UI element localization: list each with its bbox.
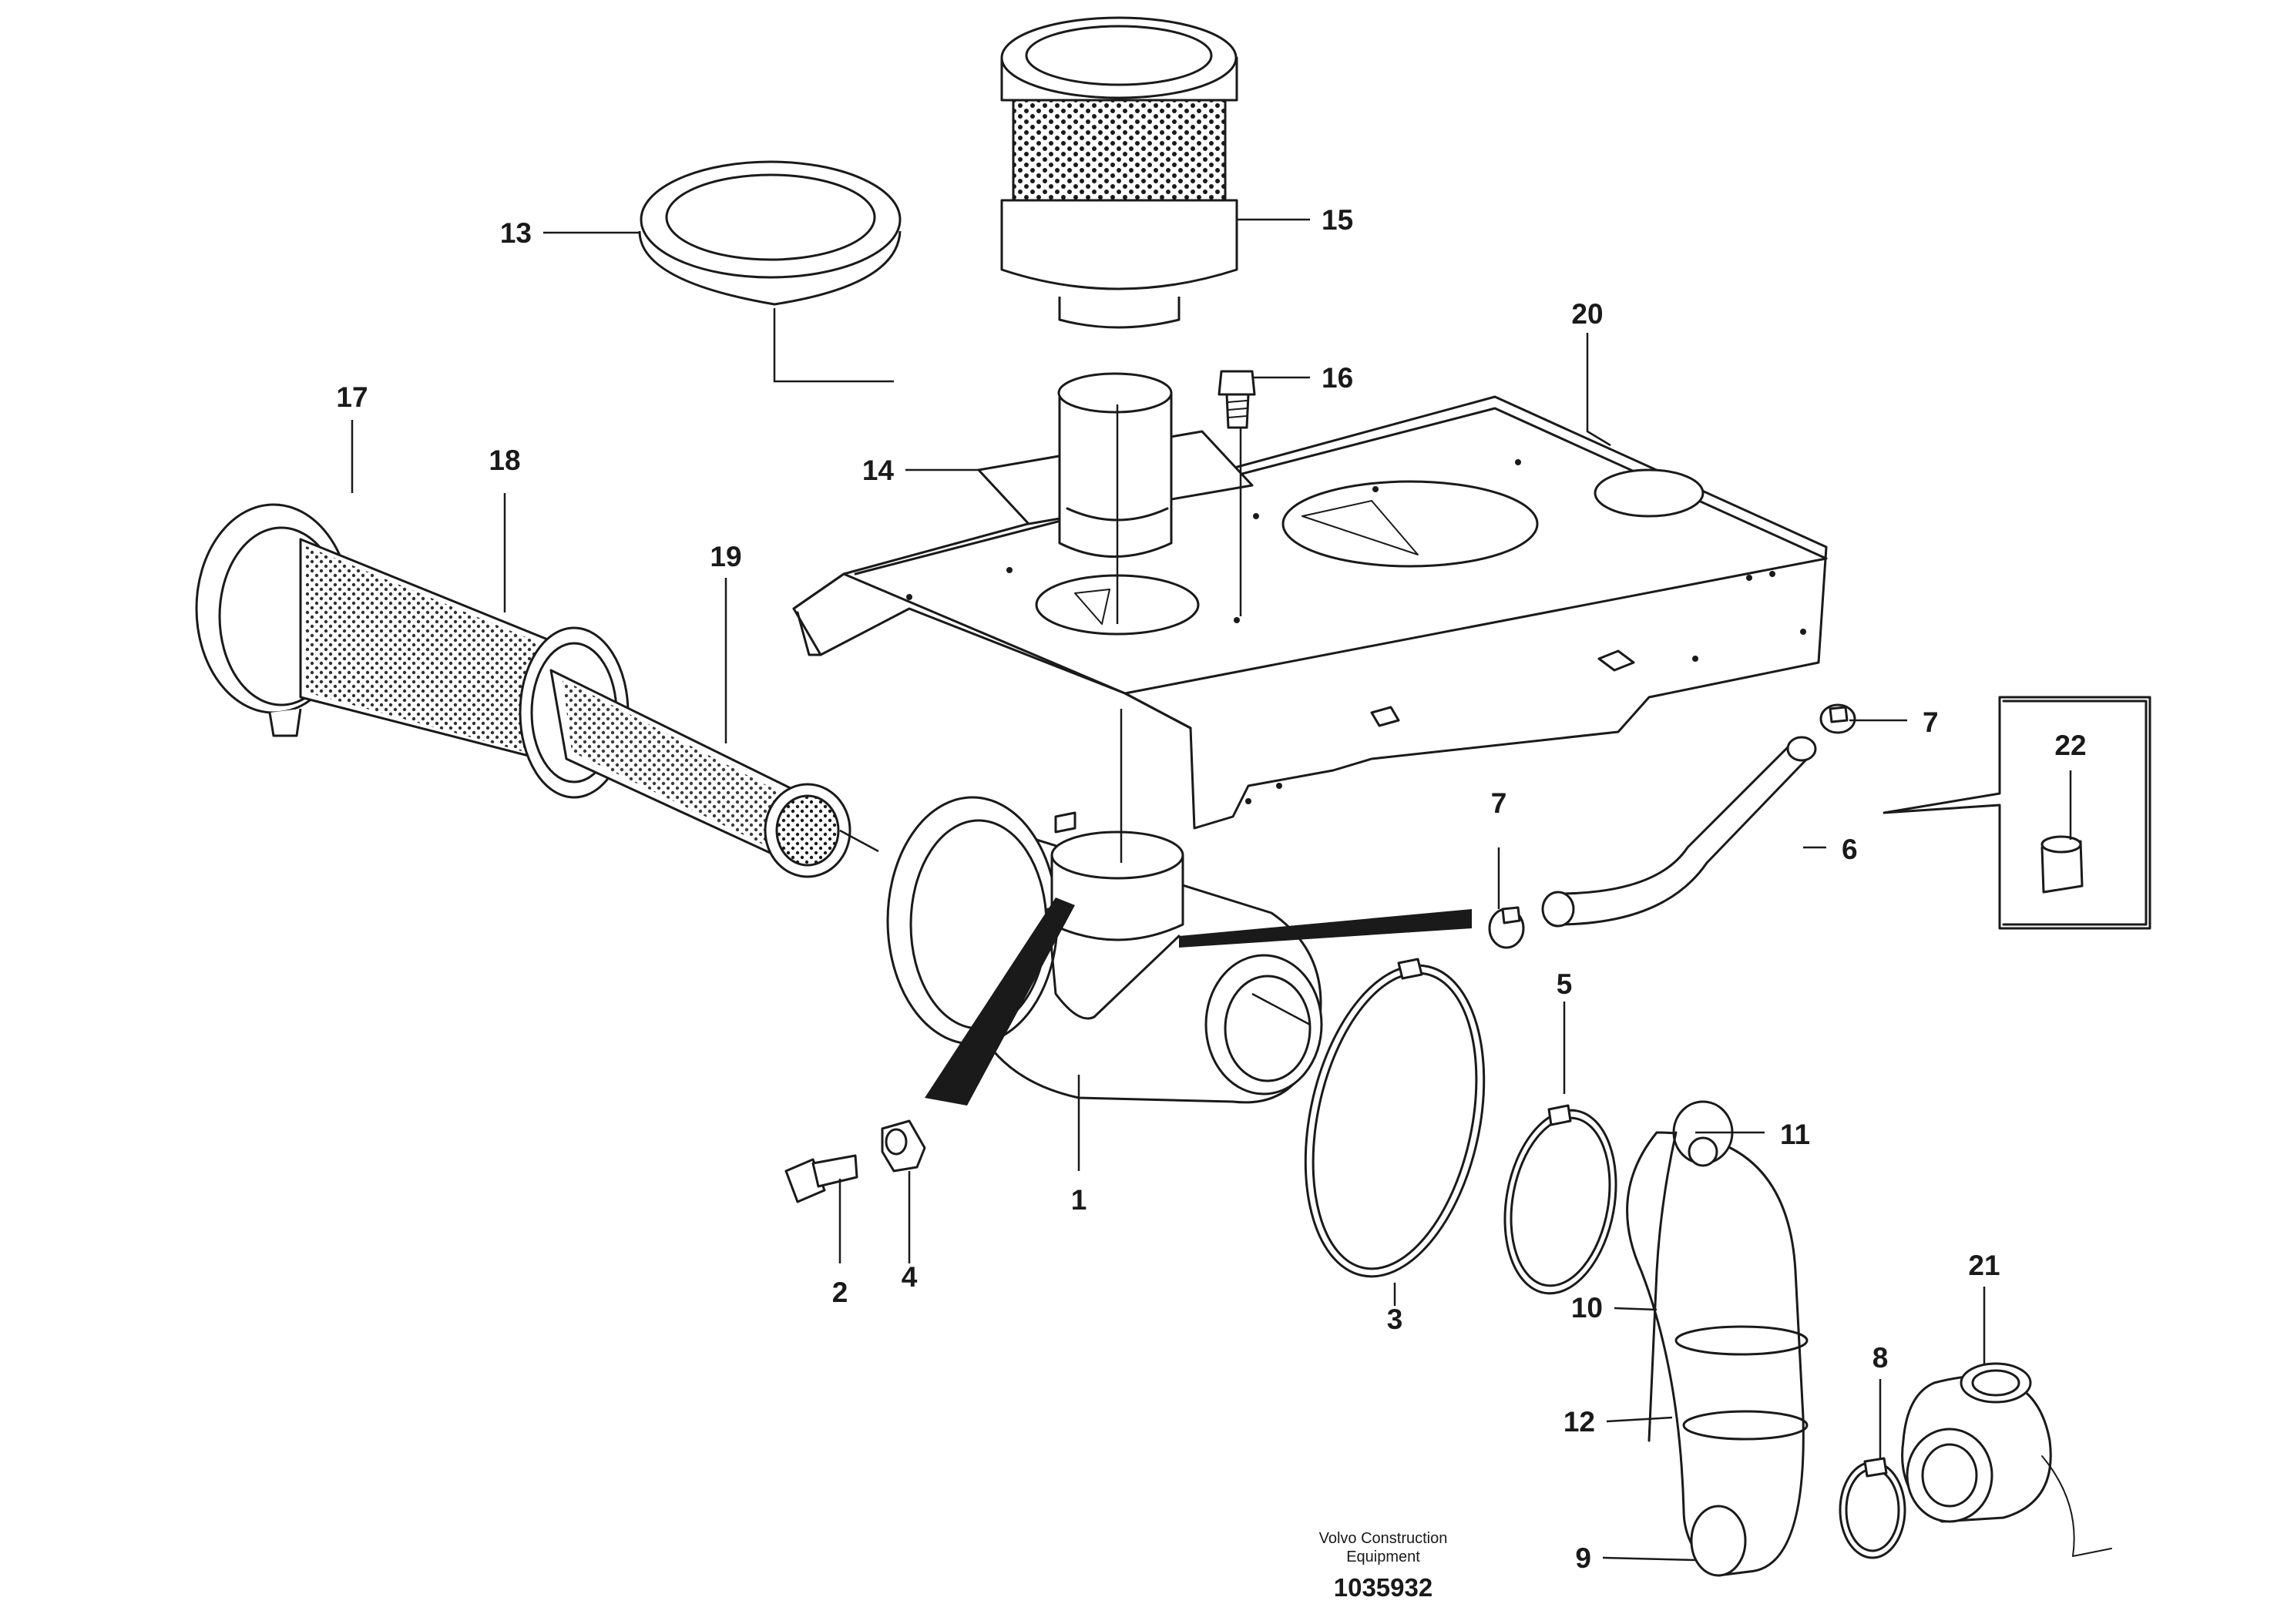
footer-drawing-number: 1035932 [1334,1573,1432,1602]
callout-20: 20 [1571,298,1603,330]
inset-22 [1883,696,2151,930]
footer-company-line2: Equipment [1346,1549,1420,1565]
callout-3: 3 [1387,1304,1403,1335]
cap-13-fit-line [773,308,894,383]
callout-1: 1 [1071,1184,1087,1216]
callout-11: 11 [1780,1119,1810,1150]
callout-4: 4 [902,1261,918,1293]
callout-16: 16 [1322,362,1353,394]
fit-indicator-band [925,898,1075,1106]
leader-lines [351,218,2072,1562]
precleaner-15 [1000,16,1238,329]
callout-22: 22 [2054,730,2086,761]
hose-clip-7a [1488,906,1525,949]
callout-7-left: 7 [1491,787,1507,819]
callout-13: 13 [500,217,532,249]
callout-2: 2 [832,1277,848,1308]
callout-17: 17 [336,381,368,413]
nut-4 [881,1119,926,1173]
footer-company-line1: Volvo Construction [1319,1530,1448,1547]
callout-18: 18 [489,445,520,476]
callout-21: 21 [1968,1250,2000,1281]
callout-10: 10 [1571,1292,1603,1324]
callout-6: 6 [1842,834,1858,865]
fit-indicator-band-2 [1179,909,1472,948]
callout-7-right: 7 [1923,706,1939,738]
callout-12: 12 [1563,1406,1595,1438]
vent-line-10 [1647,1131,1678,1442]
mounting-plate-20 [792,395,1828,830]
hose-6 [1541,736,1817,928]
clamp-5 [1503,1104,1617,1295]
callout-19: 19 [710,541,741,572]
inner-filter-19 [549,669,851,878]
callout-9: 9 [1575,1542,1591,1574]
cap-13 [638,160,902,306]
callout-15: 15 [1322,204,1353,236]
turbo-21 [1901,1362,2112,1557]
bolt-16 [1218,370,1256,429]
clamp-8 [1839,1457,1906,1559]
callout-14: 14 [862,455,895,486]
callout-labels: 1 2 3 4 5 6 7 7 8 9 10 11 12 13 14 15 16… [336,204,2086,1574]
footer: Volvo Construction Equipment 1035932 [1319,1530,1448,1602]
outer-filter-18 [195,503,630,799]
bolt-2 [784,1154,858,1203]
clamp-3 [1304,958,1486,1278]
callout-8: 8 [1872,1342,1889,1374]
hose-clip-7b [1819,703,1856,734]
callout-5: 5 [1557,968,1573,1000]
